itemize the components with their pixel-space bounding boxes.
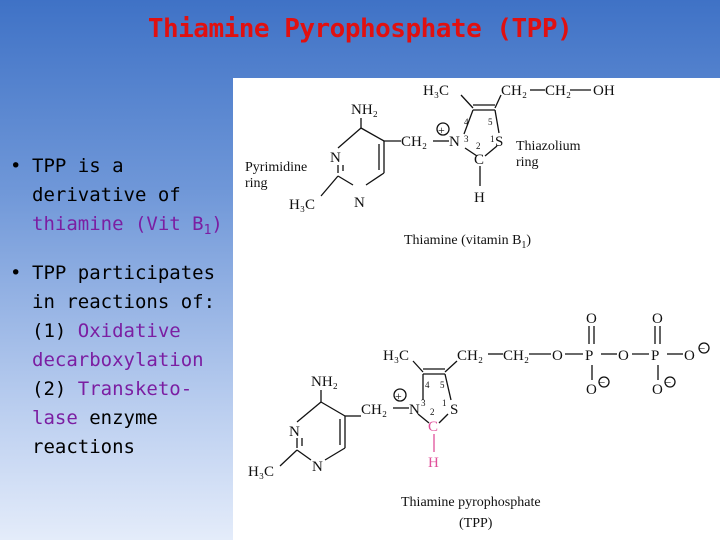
oxygen-label: O [652,382,663,398]
n-plus-label: N [409,402,420,418]
ring-position-number: 1 [490,134,495,144]
plus-charge-icon: + [438,123,445,137]
ring-n-label: N [312,459,323,475]
oxygen-label: O [586,382,597,398]
n-plus-label: N [449,134,460,150]
list-number: (1) [32,320,78,342]
bullet-dot-icon: • [10,262,22,284]
sulfur-label: S [450,402,458,418]
ch2-label: CH₂ [501,83,527,99]
carbon-label: C [474,152,484,168]
bullet-line: reactions [32,436,135,458]
thiamine-caption: Thiamine (vitamin B1) [404,233,531,251]
ring-n-label: N [289,424,300,440]
thiamine-text-end: ) [211,213,223,235]
hydrogen-label: H [428,455,439,471]
minus-charge-icon: − [599,377,605,389]
plus-charge-icon: + [395,389,402,403]
bullet-item: • TPP participates in reactions of: (1) … [8,259,233,462]
ch2-label: CH₂ [503,348,529,364]
pyrimidine-ring-label: ring [245,176,268,191]
h3c-label: H₃C [423,83,449,99]
slide-title: Thiamine Pyrophosphate (TPP) [147,14,573,44]
bullet-line: derivative of [32,184,181,206]
thiazolium-ring-label: Thiazolium [516,139,581,154]
oxygen-label: O [618,348,629,364]
chemical-structures-svg: H₃C CH₂ CH₂ OH NH₂ N N H₃C CH₂ N + S C H… [245,83,710,531]
oxygen-label: O [684,348,695,364]
bullet-line: thiamine (Vit B1) [32,210,233,245]
sulfur-label: S [495,134,503,150]
transketolase-text-end: lase [32,407,78,429]
ch2-label: CH₂ [545,83,571,99]
h3c-label: H₃C [383,348,409,364]
bullet-line: in reactions of: [32,291,216,313]
oxygen-label: O [652,311,663,327]
subscript: 1 [203,223,212,238]
minus-charge-icon: − [699,343,705,355]
carbon-label: C [428,419,438,435]
pyrimidine-ring-label: Pyrimidine [245,160,307,175]
ch2-label: CH₂ [401,134,427,150]
tpp-caption: (TPP) [459,516,493,531]
bullet-line: (1) Oxidative [32,317,233,346]
structure-figure-panel: H₃C CH₂ CH₂ OH NH₂ N N H₃C CH₂ N + S C H… [233,78,720,540]
ring-n-label: N [330,150,341,166]
nh2-label: NH₂ [351,102,378,118]
list-number: (2) [32,378,78,400]
oh-label: OH [593,83,615,99]
bullet-line: TPP is a [32,155,124,177]
tpp-caption: Thiamine pyrophosphate [401,495,541,510]
ch2-label: CH₂ [457,348,483,364]
oxygen-label: O [586,311,597,327]
ring-position-number: 2 [430,407,435,417]
thiazolium-ring-label: ring [516,155,539,170]
h3c-label: H₃C [289,197,315,213]
phosphorus-label: P [651,348,659,364]
ring-position-number: 5 [488,117,493,127]
ring-position-number: 5 [440,380,445,390]
bullet-dot-icon: • [10,155,22,177]
bullet-line: decarboxylation [32,349,204,371]
ring-n-label: N [354,195,365,211]
ring-position-number: 4 [425,380,430,390]
ring-position-number: 3 [464,134,469,144]
ring-position-number: 2 [476,141,481,151]
oxidative-text: Oxidative [77,320,181,342]
bullet-line: TPP participates [32,262,216,284]
minus-charge-icon: − [665,377,671,389]
ring-position-number: 3 [421,398,426,408]
enzyme-text: enzyme [77,407,158,429]
hydrogen-label: H [474,190,485,206]
ring-position-number: 1 [442,398,447,408]
bullet-line: (2) Transketo- [32,375,233,404]
bullet-list: • TPP is a derivative of thiamine (Vit B… [8,152,233,476]
h3c-label: H₃C [248,464,274,480]
transketolase-text: Transketo- [77,378,193,400]
oxygen-label: O [552,348,563,364]
thiamine-text: thiamine (Vit B [32,213,204,235]
nh2-label: NH₂ [311,374,338,390]
ch2-label: CH₂ [361,402,387,418]
ring-position-number: 4 [464,117,469,127]
bullet-item: • TPP is a derivative of thiamine (Vit B… [8,152,233,245]
phosphorus-label: P [585,348,593,364]
bullet-line: lase enzyme [32,404,233,433]
